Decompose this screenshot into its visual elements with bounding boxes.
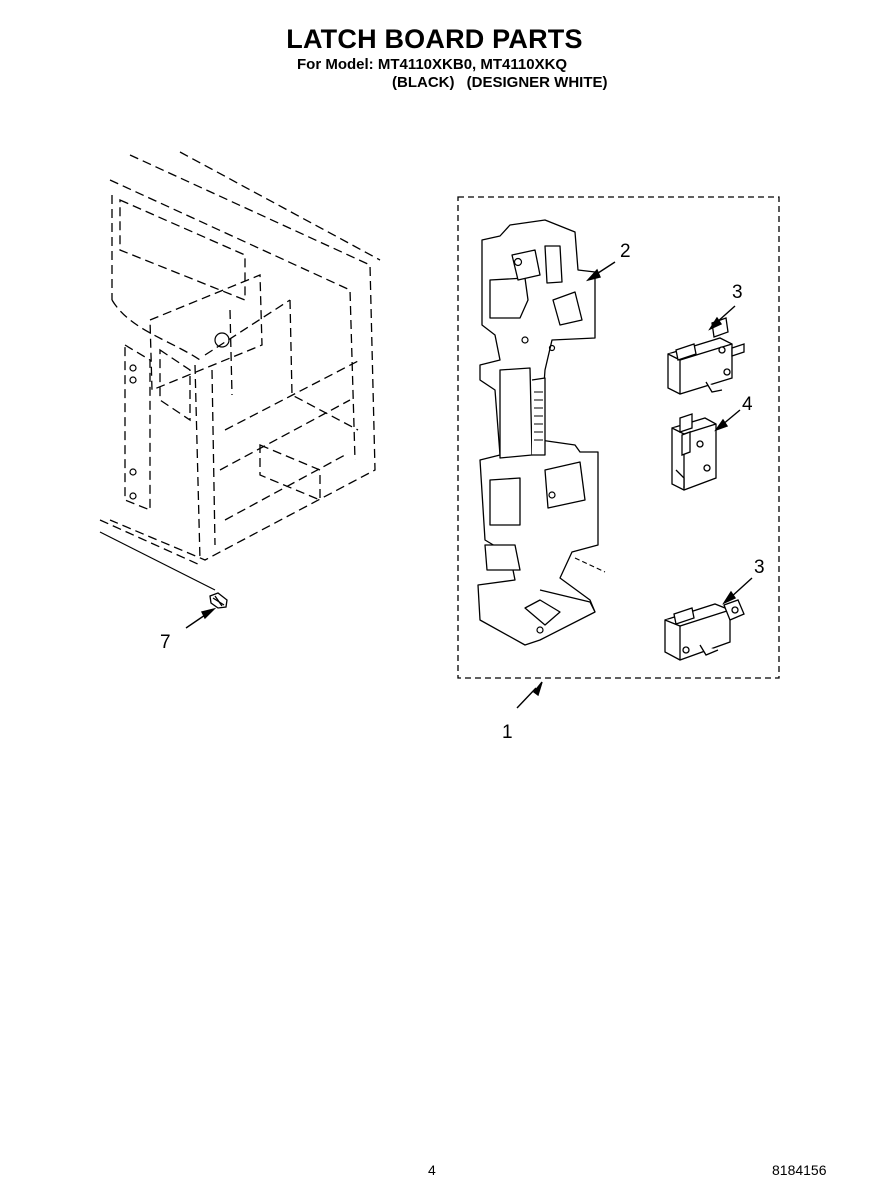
- variant-white: (DESIGNER WHITE): [466, 74, 608, 91]
- leader-arrows: [185, 261, 753, 709]
- microwave-cavity-outline: [99, 151, 381, 566]
- latch-board-ridges: [534, 391, 543, 441]
- screw-hole-centerline: [574, 557, 606, 573]
- switch-lower: [664, 599, 745, 661]
- switch-middle: [671, 413, 717, 491]
- model-line: For Model: MT4110XKB0, MT4110XKQ: [297, 56, 568, 73]
- variant-black: (BLACK): [392, 74, 455, 91]
- cavity-base-line: [99, 531, 216, 591]
- callout-3-lower: 3: [754, 557, 765, 578]
- latch-assembly-box: [457, 196, 780, 679]
- callout-4: 4: [742, 394, 753, 415]
- screw-icon: [209, 592, 228, 609]
- page-number: 4: [428, 1162, 436, 1178]
- latch-board-holes: [513, 257, 556, 634]
- page-title: LATCH BOARD PARTS: [286, 24, 583, 54]
- switch-upper: [667, 317, 745, 395]
- cavity-mount-holes: [129, 332, 230, 500]
- callout-1: 1: [502, 722, 513, 743]
- model-variants: (BLACK) (DESIGNER WHITE): [392, 74, 608, 91]
- document-number: 8184156: [772, 1162, 827, 1178]
- callout-7: 7: [160, 632, 171, 653]
- callout-3-upper: 3: [732, 282, 743, 303]
- callout-2: 2: [620, 241, 631, 262]
